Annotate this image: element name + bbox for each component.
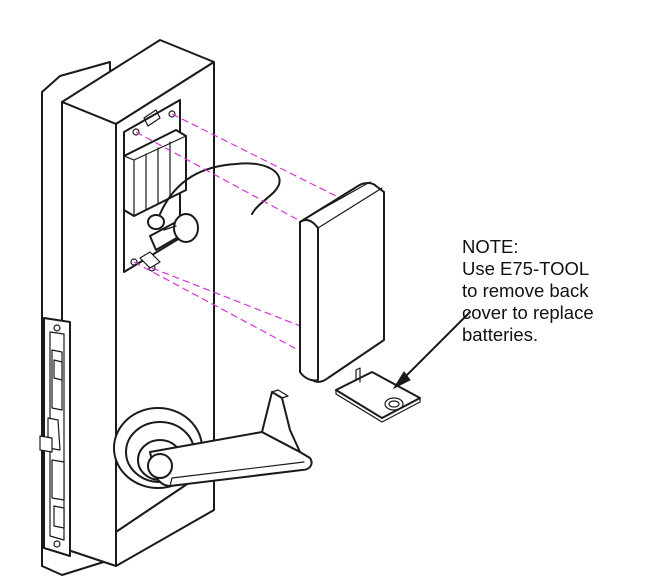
motor-assembly — [147, 213, 199, 251]
lever-handle — [113, 389, 313, 489]
note-line: cover to replace — [462, 302, 594, 323]
escutcheon-body — [61, 39, 215, 567]
e75-tool — [335, 367, 421, 423]
mortise-faceplate — [39, 317, 71, 557]
note-line: to remove back — [462, 280, 589, 301]
note-text-block: NOTE: Use E75-TOOL to remove back cover … — [462, 236, 594, 346]
note-leader-arrow — [392, 311, 471, 390]
note-line: Use E75-TOOL — [462, 258, 590, 279]
back-cover — [299, 181, 385, 383]
alignment-guides — [133, 113, 337, 353]
note-line: batteries. — [462, 324, 539, 345]
note-heading: NOTE: — [462, 236, 519, 257]
